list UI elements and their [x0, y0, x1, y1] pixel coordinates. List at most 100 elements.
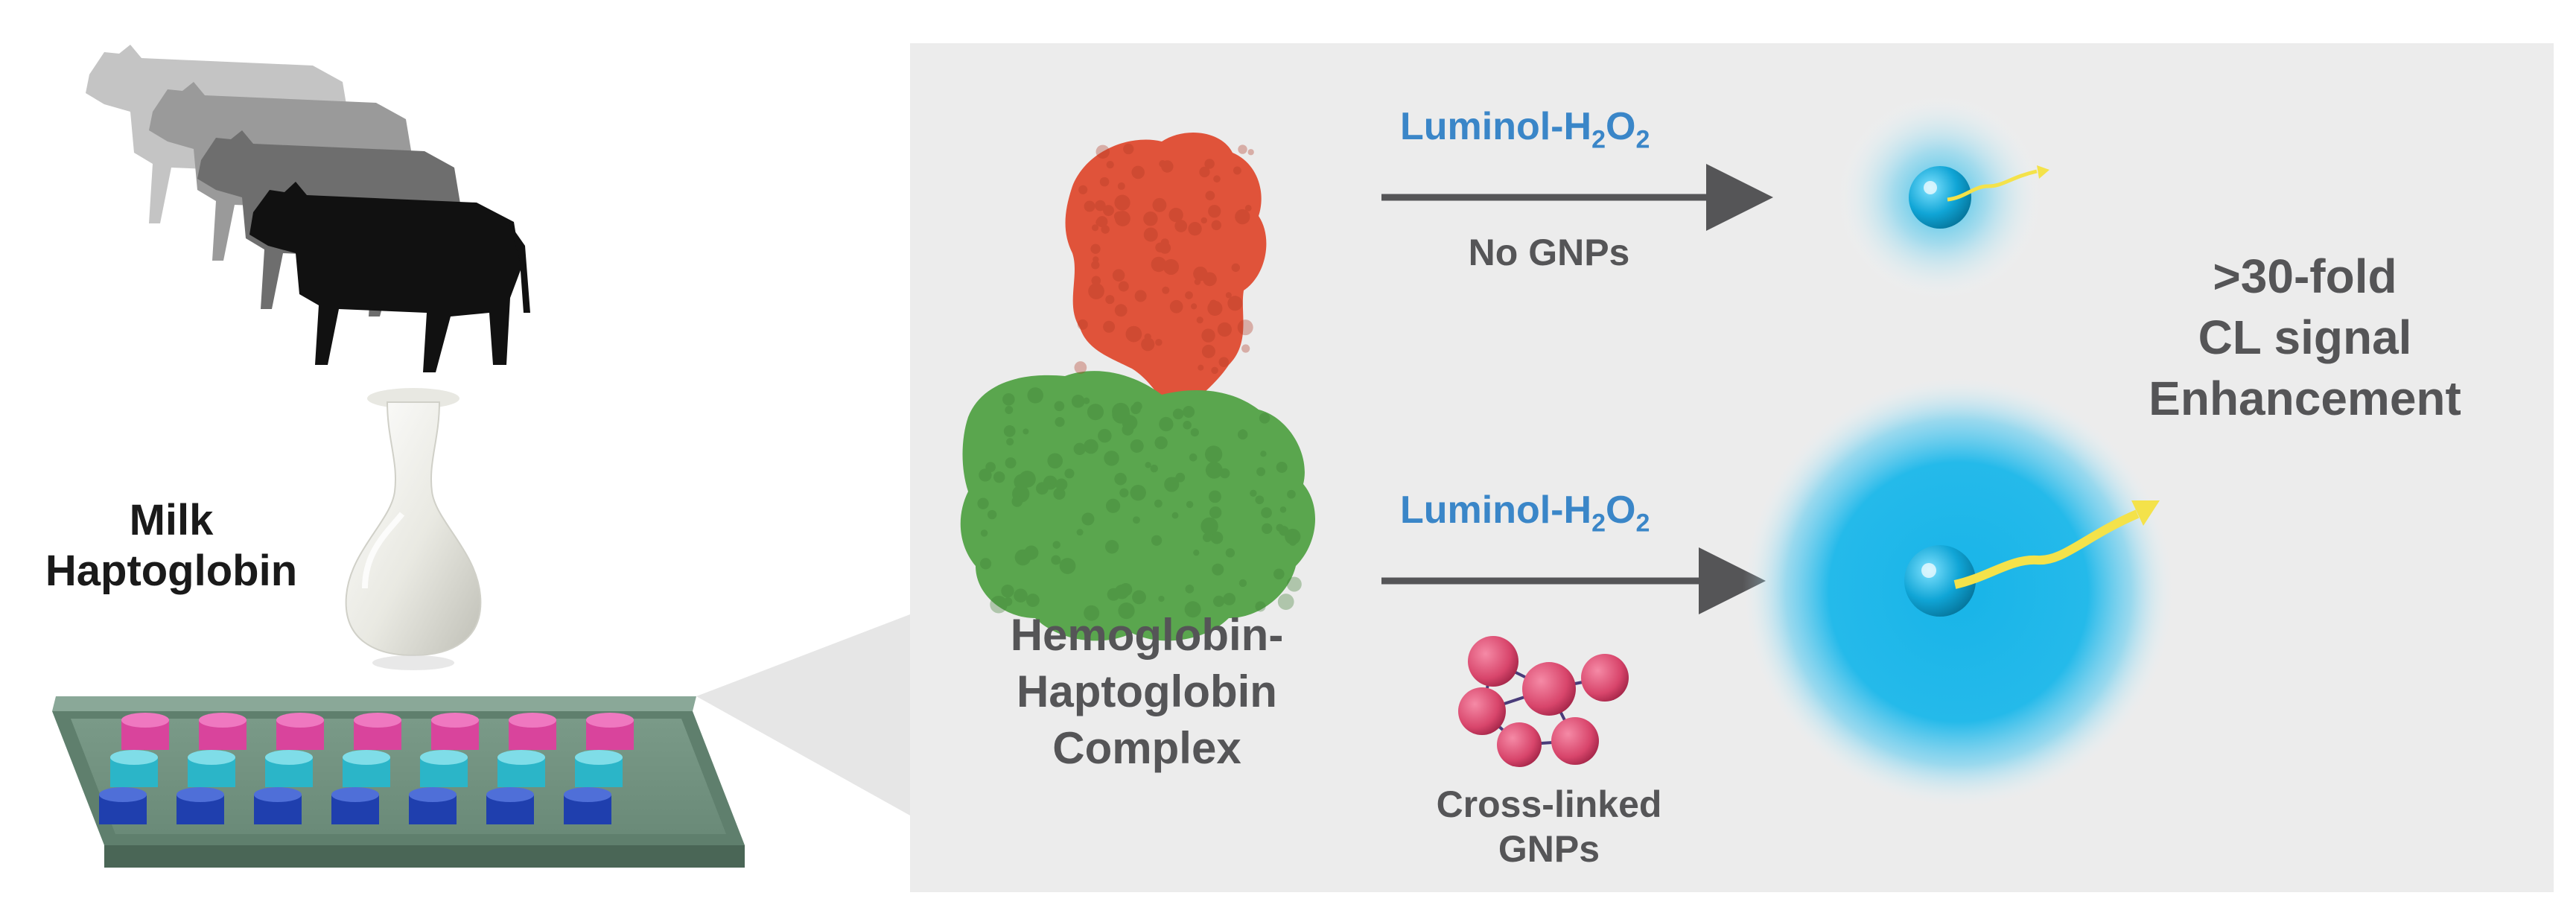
surface-texture	[1185, 585, 1195, 594]
surface-texture	[1011, 496, 1023, 507]
bottom-reagent-sub2: 2	[1635, 509, 1650, 538]
surface-texture	[1119, 582, 1133, 597]
surface-texture	[1185, 291, 1193, 299]
surface-texture	[1184, 601, 1201, 618]
surface-texture	[980, 529, 988, 537]
surface-texture	[1211, 220, 1222, 231]
surface-texture	[1049, 478, 1057, 486]
surface-texture	[1201, 344, 1215, 358]
surface-texture	[1012, 485, 1030, 503]
surface-texture	[1260, 451, 1267, 457]
surface-texture	[1103, 320, 1116, 333]
surface-texture	[1083, 397, 1090, 404]
surface-texture	[1200, 517, 1218, 535]
big-glow-particle	[1743, 376, 2175, 808]
surface-texture	[987, 509, 997, 520]
surface-texture	[1005, 457, 1017, 469]
surface-texture	[1130, 484, 1146, 501]
surface-texture	[1213, 595, 1225, 607]
surface-texture	[1091, 261, 1100, 270]
surface-texture	[1027, 387, 1043, 404]
surface-texture	[1276, 524, 1284, 532]
surface-texture	[1023, 428, 1029, 435]
complex-line1: Hemoglobin-	[1010, 610, 1284, 660]
surface-texture	[1091, 224, 1099, 232]
milk-label-line1: Milk	[129, 496, 214, 544]
surface-texture	[1131, 165, 1145, 179]
surface-texture	[1133, 516, 1140, 524]
surface-texture	[1051, 555, 1061, 565]
surface-texture	[1162, 286, 1170, 294]
surface-texture	[1055, 478, 1068, 491]
surface-texture	[1006, 438, 1014, 446]
surface-texture	[1133, 401, 1142, 411]
surface-texture	[1119, 488, 1129, 497]
surface-texture	[1125, 325, 1142, 343]
surface-texture	[1123, 143, 1134, 155]
cow-silhouette-icon	[86, 45, 530, 372]
top-reagent-text: Luminol-H	[1400, 105, 1592, 148]
well-top	[343, 750, 390, 765]
surface-texture	[1101, 225, 1110, 234]
surface-texture	[1174, 220, 1188, 232]
surface-texture	[1088, 283, 1104, 299]
well-top	[431, 713, 479, 728]
surface-texture	[1194, 279, 1201, 285]
surface-texture	[1189, 453, 1198, 462]
surface-texture	[1084, 200, 1095, 212]
well-top	[276, 713, 324, 728]
result-line1: >30-fold	[2213, 249, 2397, 303]
well-top	[509, 713, 556, 728]
surface-texture	[1262, 523, 1273, 534]
surface-texture	[1204, 159, 1215, 169]
result-label: >30-fold CL signal Enhancement	[2149, 246, 2461, 429]
well-top	[409, 787, 457, 802]
surface-texture	[1237, 319, 1253, 336]
surface-texture	[1114, 211, 1130, 226]
surface-texture	[1104, 540, 1119, 554]
surface-texture	[1209, 490, 1221, 503]
surface-texture	[1143, 211, 1158, 226]
cross-linked-gnps-label: Cross-linked GNPs	[1437, 782, 1662, 871]
surface-texture	[1210, 531, 1224, 544]
surface-texture	[1099, 176, 1110, 187]
surface-texture	[1193, 550, 1200, 556]
surface-texture	[1225, 292, 1232, 299]
surface-texture	[1114, 304, 1128, 317]
surface-texture	[1279, 506, 1287, 513]
top-reagent-sub2: 2	[1635, 125, 1650, 154]
surface-texture	[1145, 462, 1151, 468]
surface-texture	[1090, 244, 1101, 254]
surface-texture	[1043, 475, 1058, 490]
surface-texture	[1217, 322, 1232, 337]
surface-texture	[1055, 417, 1065, 427]
surface-texture	[1164, 477, 1180, 492]
surface-texture	[1132, 590, 1146, 605]
surface-texture	[1256, 467, 1266, 477]
well-top	[176, 787, 224, 802]
top-reagent-mid: O	[1605, 105, 1636, 148]
surface-texture	[1201, 328, 1215, 343]
surface-texture	[993, 471, 1005, 483]
surface-texture	[1161, 160, 1174, 173]
surface-texture	[1250, 489, 1257, 497]
well-top	[420, 750, 468, 765]
surface-texture	[1237, 429, 1248, 440]
surface-texture	[1235, 209, 1250, 225]
surface-texture	[1071, 395, 1085, 408]
surface-texture	[1105, 295, 1115, 305]
wells	[99, 713, 634, 824]
surface-texture	[1053, 487, 1066, 500]
surface-texture	[1095, 200, 1106, 211]
surface-texture	[1191, 303, 1198, 310]
surface-texture	[1175, 472, 1186, 483]
surface-texture	[1205, 191, 1215, 201]
surface-texture	[1155, 242, 1165, 252]
surface-texture	[1114, 584, 1130, 599]
surface-texture	[1118, 281, 1129, 292]
surface-texture	[1122, 415, 1138, 430]
surface-texture	[1276, 461, 1288, 473]
surface-texture	[1158, 595, 1165, 602]
surface-texture	[1093, 256, 1099, 263]
surface-texture	[1104, 451, 1119, 466]
